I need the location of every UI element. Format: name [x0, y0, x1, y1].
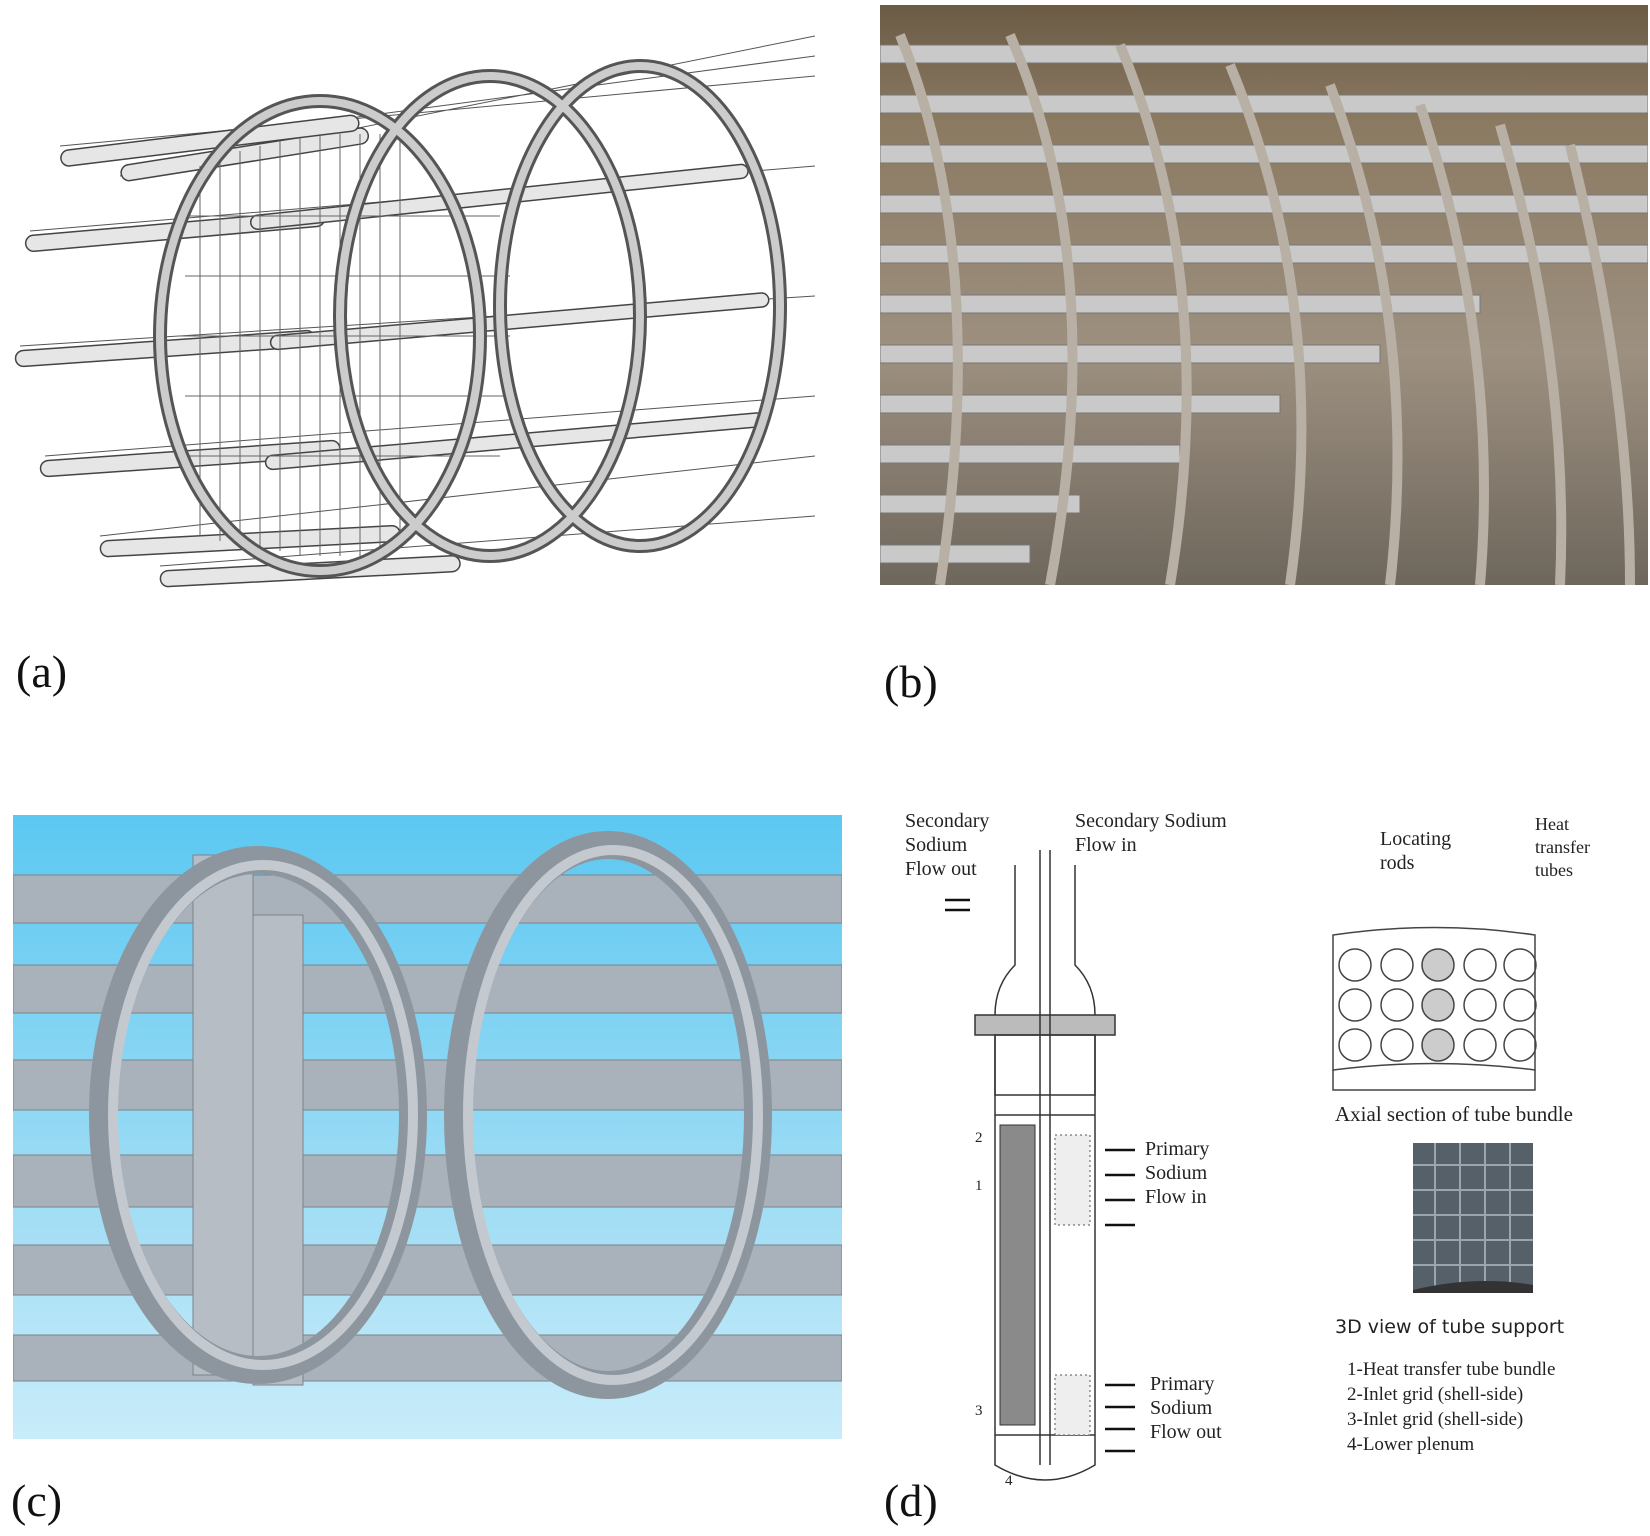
locating-rods-line1: Locating: [1380, 828, 1451, 850]
secondary-in-line1: Secondary Sodium: [1075, 810, 1227, 832]
panel-c-label: (c): [11, 1475, 63, 1526]
tube-support-3d-view: [1413, 1143, 1533, 1293]
part-number-4: 4: [1005, 1473, 1013, 1485]
heat-transfer-tubes-line3: tubes: [1535, 860, 1573, 880]
tubes-with-support-rings: [13, 831, 842, 1399]
part-number-3: 3: [975, 1403, 983, 1419]
heat-transfer-tubes-line2: transfer: [1535, 837, 1590, 857]
locating-rods-line2: rods: [1380, 852, 1415, 874]
panel-c-3d-model: [13, 815, 842, 1439]
primary-in-line1: Primary: [1145, 1138, 1209, 1160]
panel-b-photo: [880, 5, 1648, 585]
axial-section-caption: Axial section of tube bundle: [1335, 1102, 1573, 1126]
panel-a-label: (a): [16, 646, 68, 697]
primary-in-line2: Sodium: [1145, 1162, 1208, 1184]
axial-section-drawing: [1332, 926, 1537, 1091]
tube-bundle-section: [999, 1124, 1036, 1426]
legend-item-4: 4-Lower plenum: [1347, 1434, 1474, 1455]
part-number-1: 1: [975, 1178, 983, 1194]
primary-out-line2: Sodium: [1150, 1397, 1213, 1419]
panel-a-tube-bundle-model: [0, 16, 816, 591]
primary-in-line3: Flow in: [1145, 1186, 1207, 1208]
primary-out-line1: Primary: [1150, 1373, 1214, 1395]
secondary-out-line2: Sodium: [905, 834, 968, 856]
tube-bundle-wireframe: [14, 35, 816, 588]
flow-arrows: [945, 898, 1135, 1453]
secondary-out-line1: Secondary: [905, 810, 989, 832]
baffle-photo-illustration: [880, 33, 1648, 585]
legend-item-1: 1-Heat transfer tube bundle: [1347, 1359, 1555, 1380]
panel-d-schematic: Secondary Sodium Flow out Secondary Sodi…: [905, 805, 1625, 1489]
part-number-2: 2: [975, 1130, 983, 1146]
panel-d-label: (d): [884, 1475, 938, 1526]
legend-item-2: 2-Inlet grid (shell-side): [1347, 1384, 1523, 1405]
legend-item-3: 3-Inlet grid (shell-side): [1347, 1409, 1523, 1430]
heat-exchanger-schematic: Secondary Sodium Flow out Secondary Sodi…: [905, 810, 1590, 1489]
secondary-in-line2: Flow in: [1075, 834, 1137, 856]
heat-transfer-tubes-line1: Heat: [1535, 814, 1569, 834]
tube-support-caption: 3D view of tube support: [1335, 1316, 1564, 1338]
panel-b-label: (b): [884, 656, 938, 707]
primary-out-line3: Flow out: [1150, 1421, 1222, 1443]
secondary-out-line3: Flow out: [905, 858, 977, 880]
